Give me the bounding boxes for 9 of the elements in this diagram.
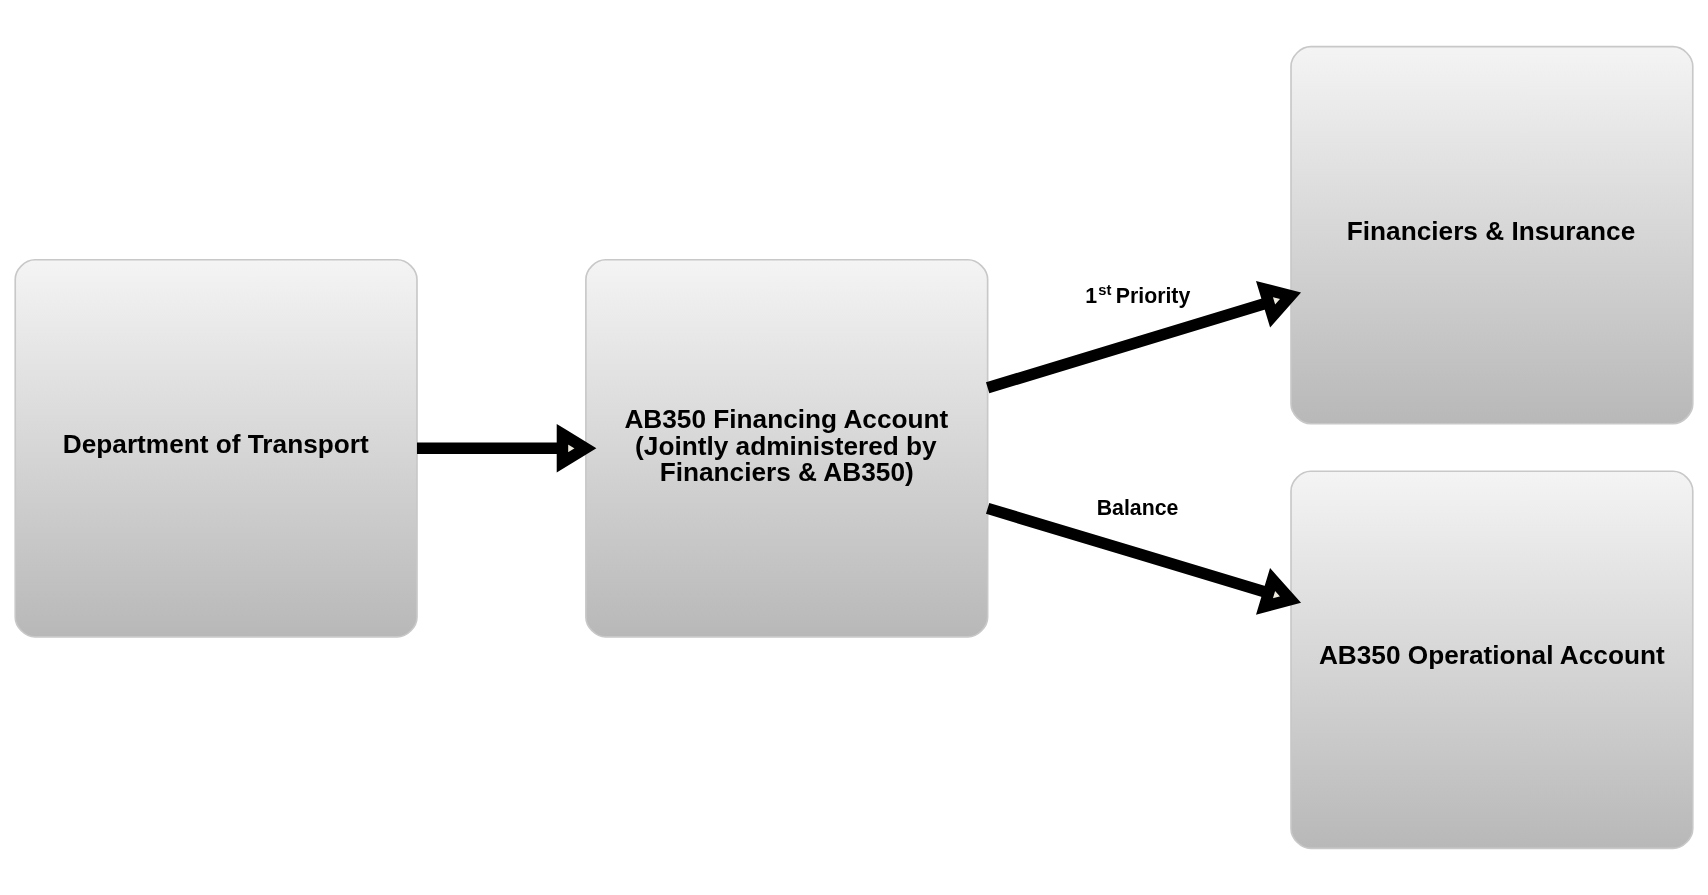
node-box: Financiers & Insurance — [1290, 45, 1694, 425]
arrow — [986, 280, 1302, 394]
node-box: AB350 Operational Account — [1290, 470, 1694, 850]
node-box: Department of Transport — [14, 258, 418, 638]
edge-label: Balance — [1096, 495, 1179, 520]
node-box: AB350 Financing Account (Jointly administered by Financiers & AB350) — [585, 258, 989, 638]
arrow — [986, 502, 1302, 615]
edge-label: 1$^{st}$ Priority — [1085, 282, 1191, 309]
arrow — [417, 424, 597, 473]
